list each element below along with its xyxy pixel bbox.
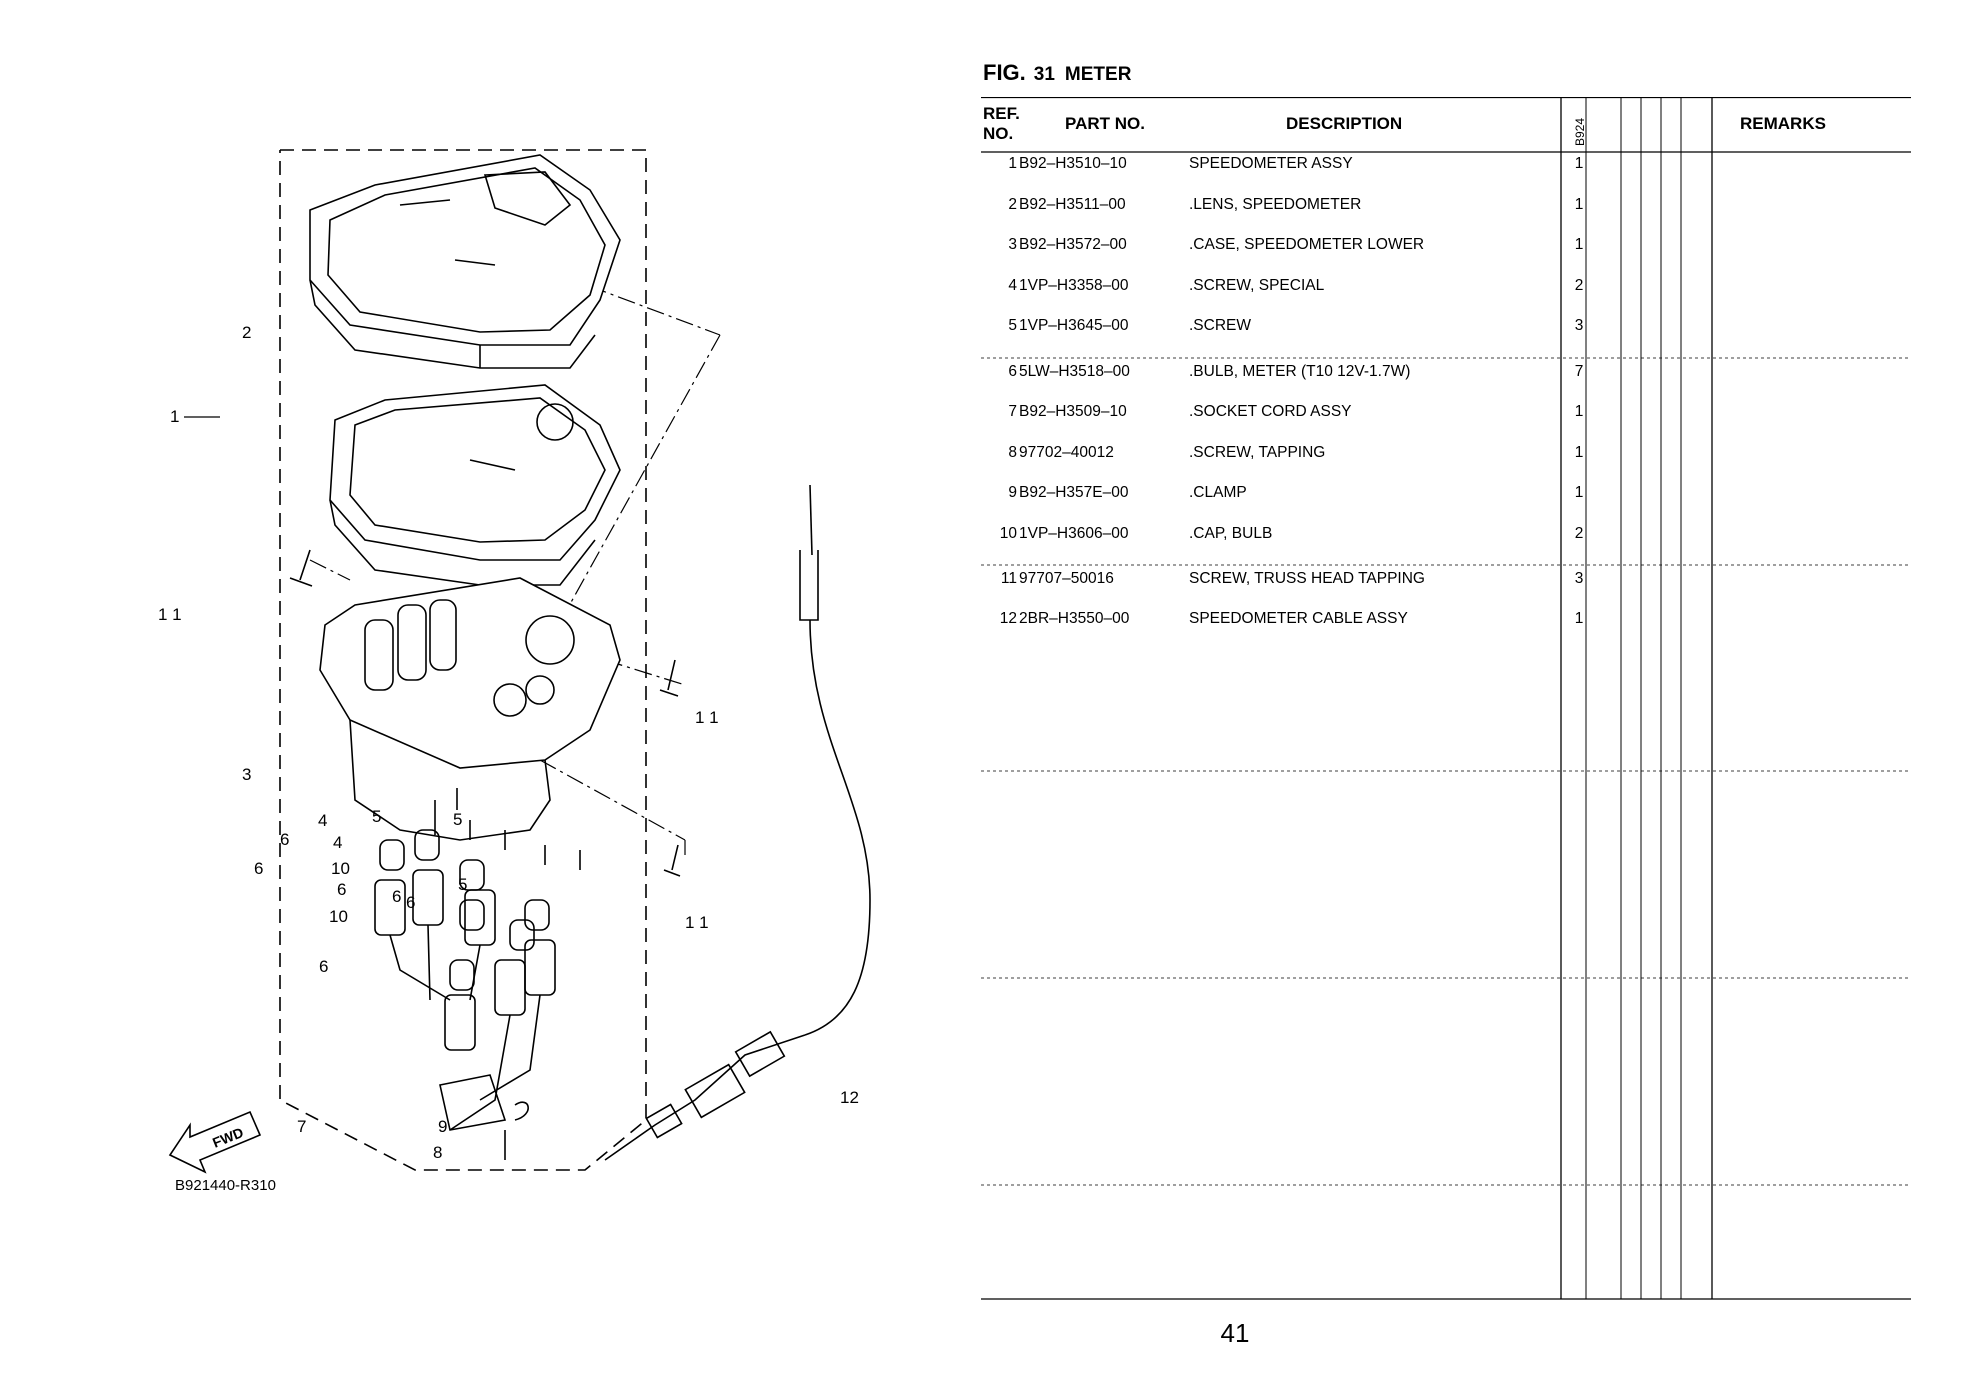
callout-6b: 6 [254,859,263,878]
bulb-sockets [374,829,556,1131]
exploded-diagram: FWD 1 2 3 4 4 5 5 5 6 6 6 6 6 6 7 8 9 10… [150,100,980,1200]
header-description: DESCRIPTION [1286,114,1403,133]
page-number: 41 [1220,1318,1250,1348]
callout-11c: 1 1 [685,913,709,932]
callout-6e: 6 [392,887,401,906]
fwd-arrow [168,1110,262,1174]
callout-6c: 6 [337,880,346,899]
fwd-label: FWD [210,1124,246,1151]
callout-6f: 6 [406,893,415,912]
cable-part [604,484,871,1161]
fig-label: FIG. [983,60,1026,85]
fig-number: 31 [1033,64,1055,85]
callout-4b: 4 [333,833,342,852]
callout-7: 7 [297,1117,306,1136]
callout-12: 12 [840,1088,859,1107]
callout-2: 2 [242,323,251,342]
callout-6d: 6 [319,957,328,976]
callout-3: 3 [242,765,251,784]
callout-5a: 5 [372,807,381,826]
diagram-svg: FWD 1 2 3 4 4 5 5 5 6 6 6 6 6 6 7 8 9 10… [158,149,871,1194]
screws [289,549,681,1160]
fig-name: METER [1064,64,1132,85]
callout-6a: 6 [280,830,289,849]
callout-5c: 5 [458,875,467,894]
callout-10a: 10 [331,859,350,878]
callout-5b: 5 [453,810,462,829]
assembly-boundary [279,149,647,1171]
header-part-no: PART NO. [1065,114,1145,133]
callout-4a: 4 [318,811,327,830]
callout-11a: 1 1 [158,605,182,624]
header-ref-no: REF. NO. [983,104,1020,143]
callout-8: 8 [433,1143,442,1162]
callout-11b: 1 1 [695,708,719,727]
callout-9: 9 [438,1117,447,1136]
face-plate-part [329,384,621,586]
header-model: B924 [1573,117,1587,146]
header-remarks: REMARKS [1740,114,1826,133]
callout-10b: 10 [329,907,348,926]
lower-case-part [319,577,621,841]
figure-title: FIG. 31 METER [983,60,1131,86]
callout-numbers: 1 2 3 4 4 5 5 5 6 6 6 6 6 6 7 8 9 10 10 … [158,323,859,1162]
parts-table-grid [981,96,1911,1300]
callout-1: 1 [170,407,179,426]
lens-part [309,154,621,369]
diagram-code: B921440-R310 [175,1177,276,1194]
